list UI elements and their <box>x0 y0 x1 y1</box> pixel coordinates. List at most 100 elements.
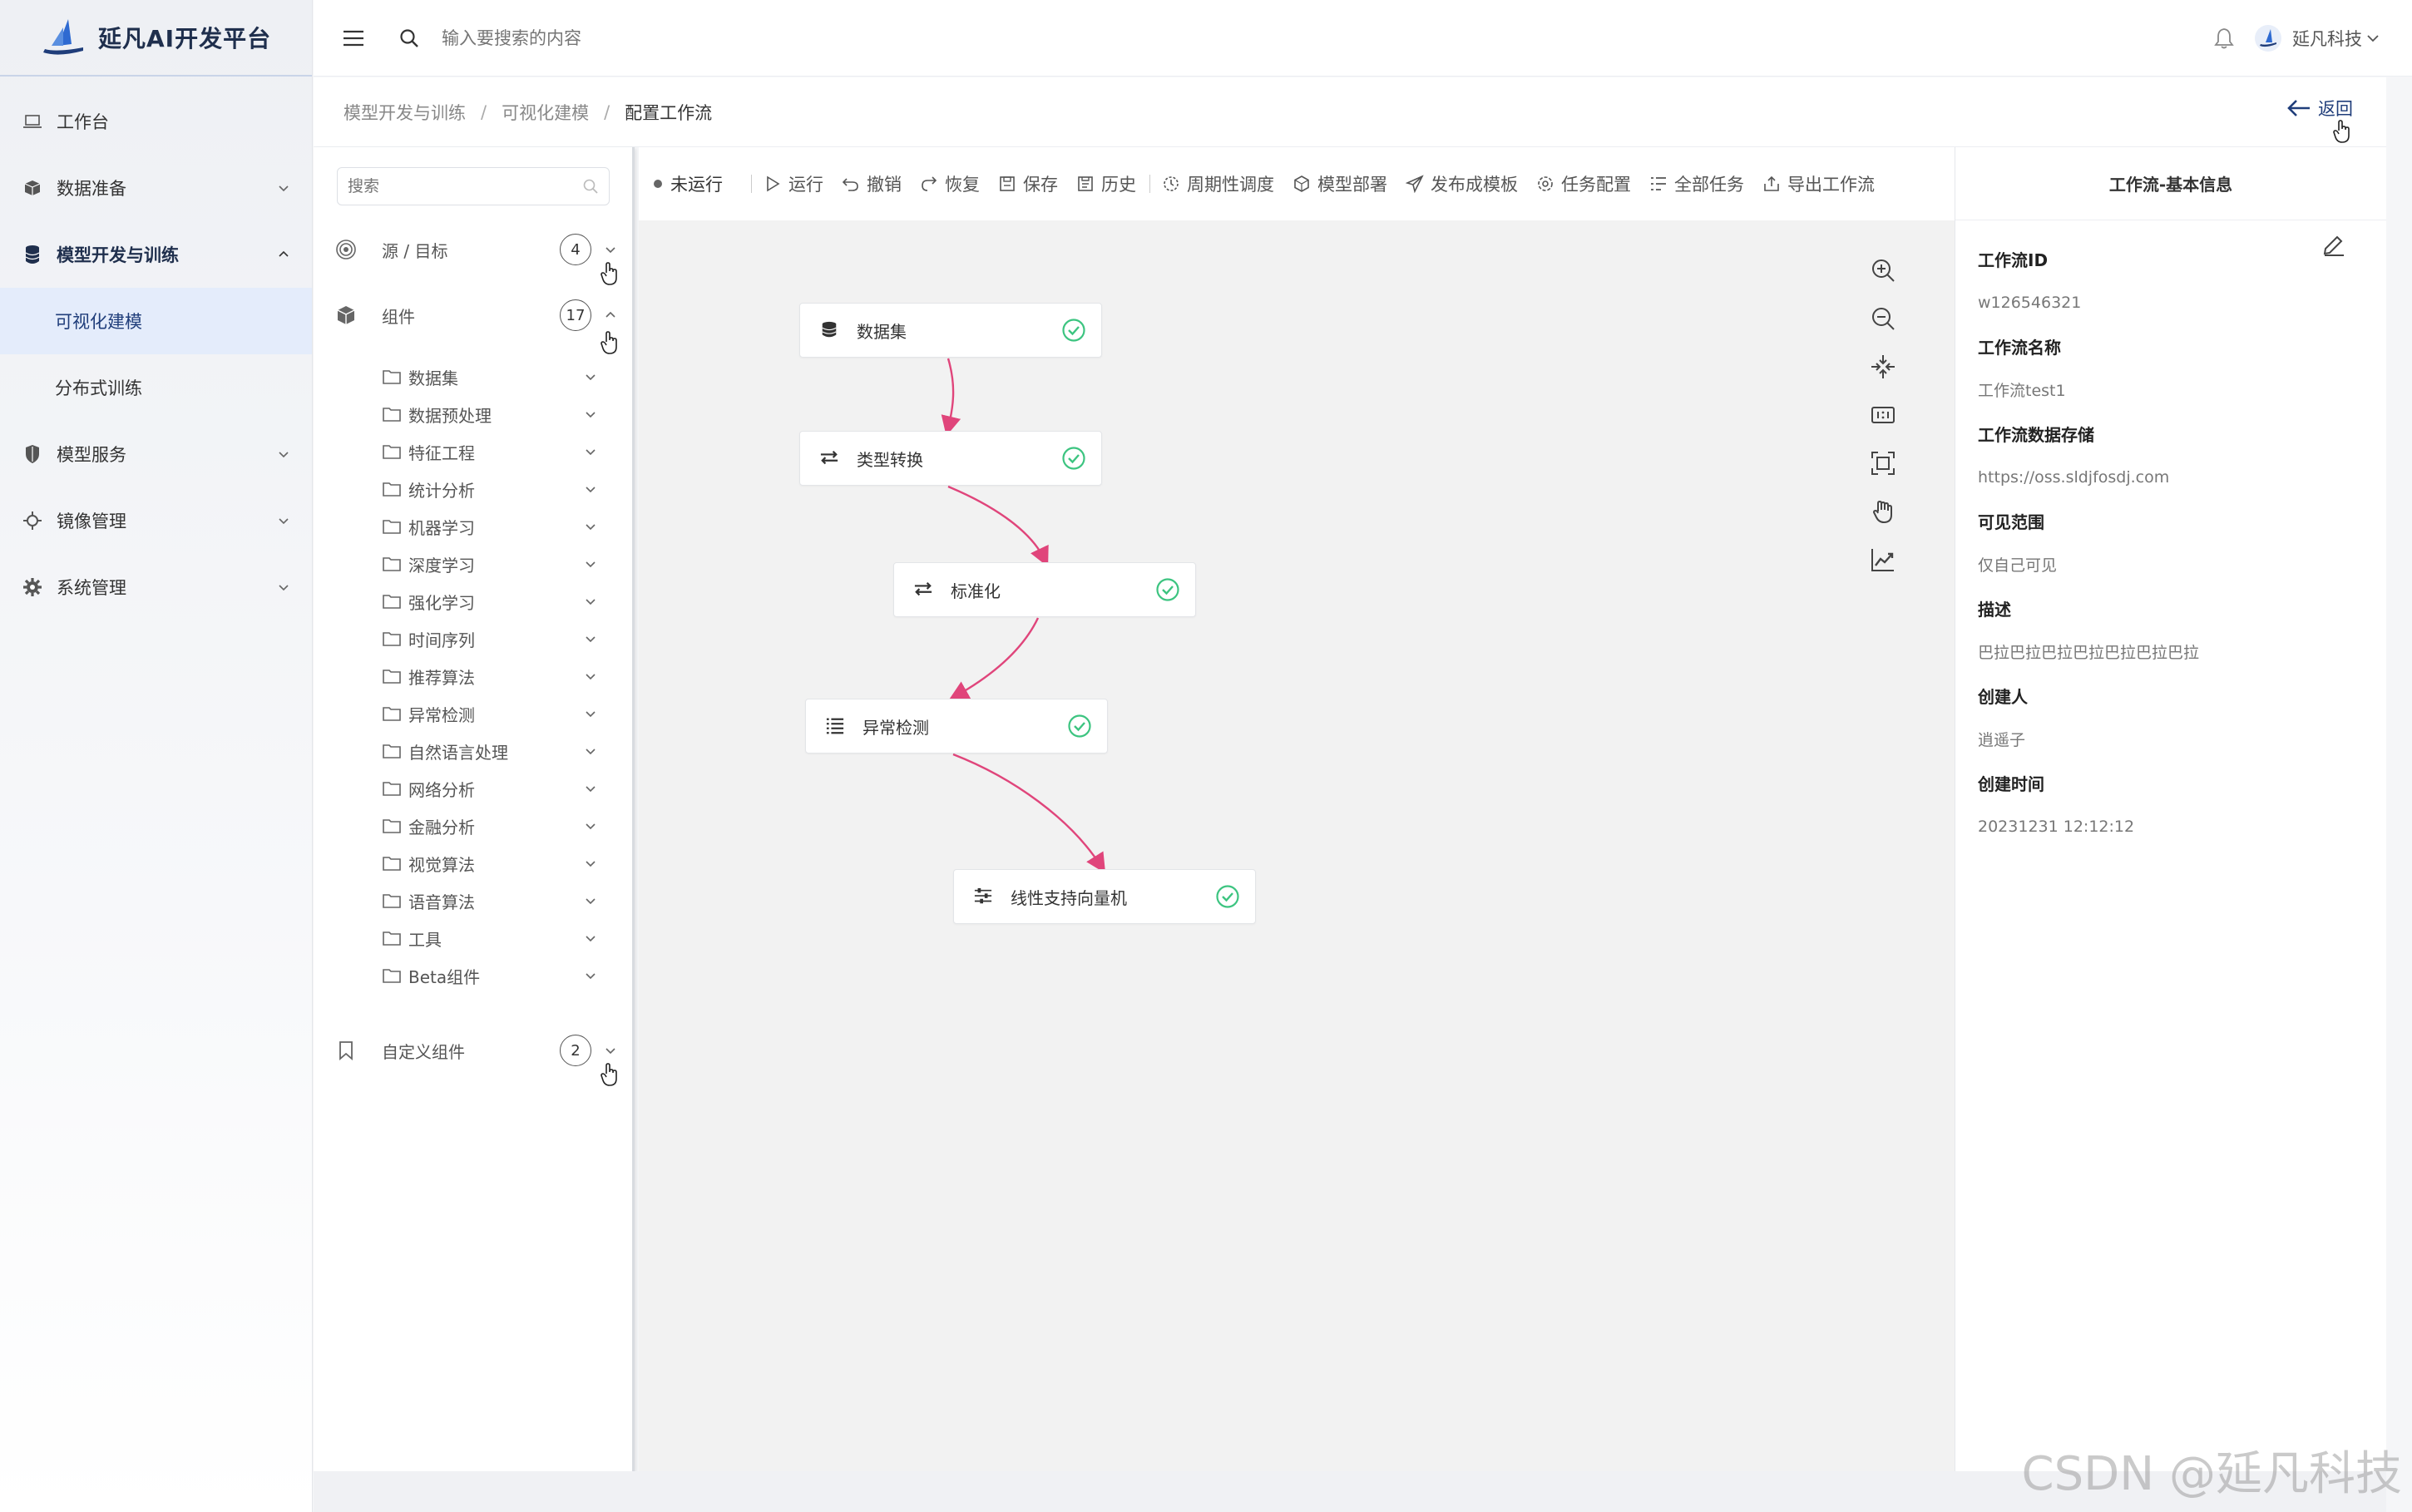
breadcrumb-item[interactable]: 模型开发与训练 <box>344 102 466 123</box>
component-folder[interactable]: 视觉算法 <box>382 847 598 880</box>
logo[interactable]: 延凡AI开发平台 <box>0 0 312 77</box>
breadcrumb: 模型开发与训练 / 可视化建模 / 配置工作流 返回 <box>314 77 2386 147</box>
search-icon[interactable] <box>398 27 420 49</box>
sidebar-item-label: 模型开发与训练 <box>57 245 179 265</box>
component-folder[interactable]: 特征工程 <box>382 435 598 468</box>
sidebar-item-workbench[interactable]: 工作台 <box>0 88 312 155</box>
chevron-down-icon[interactable] <box>583 444 598 459</box>
chevron-up-icon[interactable] <box>603 308 618 323</box>
zoom-out-button[interactable] <box>1868 304 1898 334</box>
count-badge: 4 <box>560 234 591 265</box>
chevron-down-icon[interactable] <box>583 369 598 384</box>
workflow-canvas[interactable]: 数据集类型转换标准化异常检测线性支持向量机 <box>639 220 1955 1471</box>
list-icon <box>826 718 844 734</box>
component-folder[interactable]: 机器学习 <box>382 510 598 543</box>
component-folder[interactable]: 异常检测 <box>382 697 598 730</box>
component-folder[interactable]: 自然语言处理 <box>382 734 598 768</box>
chevron-down-icon[interactable] <box>583 482 598 497</box>
toolbar-button-save[interactable]: 保存 <box>998 171 1058 196</box>
chevron-down-icon[interactable] <box>583 631 598 646</box>
toolbar-button-schedule[interactable]: 周期性调度 <box>1162 171 1274 196</box>
chevron-down-icon[interactable] <box>583 781 598 796</box>
component-folder[interactable]: Beta组件 <box>382 959 598 992</box>
toolbar-button-export[interactable]: 导出工作流 <box>1762 171 1875 196</box>
toolbar-button-redo[interactable]: 恢复 <box>920 171 980 196</box>
component-folder[interactable]: 金融分析 <box>382 809 598 842</box>
component-folder[interactable]: 语音算法 <box>382 884 598 917</box>
fullscreen-button[interactable] <box>1868 448 1898 478</box>
workflow-node[interactable]: 线性支持向量机 <box>953 869 1256 924</box>
component-search[interactable] <box>337 167 610 205</box>
fit-view-button[interactable] <box>1868 352 1898 382</box>
component-folder[interactable]: 强化学习 <box>382 585 598 618</box>
global-search-input[interactable] <box>442 27 941 48</box>
chevron-down-icon[interactable] <box>583 706 598 721</box>
component-folder[interactable]: 推荐算法 <box>382 660 598 693</box>
avatar[interactable] <box>2254 24 2282 52</box>
chevron-down-icon[interactable] <box>583 594 598 609</box>
chevron-down-icon[interactable] <box>2365 31 2380 46</box>
toolbar-button-send[interactable]: 发布成模板 <box>1406 171 1518 196</box>
sidebar-item-model-service[interactable]: 模型服务 <box>0 421 312 487</box>
component-folder[interactable]: 工具 <box>382 922 598 955</box>
info-field-key: 工作流ID <box>1978 250 2049 270</box>
folder-icon <box>383 819 401 833</box>
actual-size-button[interactable] <box>1868 400 1898 430</box>
section-custom-components[interactable]: 自定义组件 2 <box>335 1034 618 1067</box>
section-components[interactable]: 组件 17 <box>335 299 618 332</box>
zoom-in-button[interactable] <box>1868 255 1898 285</box>
back-button[interactable]: 返回 <box>2286 96 2353 121</box>
toolbar-button-deploy[interactable]: 模型部署 <box>1292 171 1387 196</box>
component-folder[interactable]: 深度学习 <box>382 547 598 581</box>
one-to-one-icon <box>1871 407 1895 423</box>
export-icon <box>1764 175 1779 191</box>
chevron-down-icon[interactable] <box>603 1043 618 1058</box>
workflow-edge <box>952 753 1106 874</box>
save-icon <box>1000 176 1015 191</box>
section-source-target[interactable]: 源 / 目标 4 <box>335 233 618 266</box>
chevron-down-icon[interactable] <box>583 893 598 908</box>
search-icon[interactable] <box>582 178 599 195</box>
sidebar-item-system-mgmt[interactable]: 系统管理 <box>0 554 312 620</box>
sidebar-item-data-prep[interactable]: 数据准备 <box>0 155 312 221</box>
toolbar-button-history[interactable]: 历史 <box>1076 171 1136 196</box>
chevron-down-icon[interactable] <box>583 407 598 422</box>
user-name[interactable]: 延凡科技 <box>2292 29 2362 49</box>
chevron-down-icon[interactable] <box>583 856 598 871</box>
sidebar-item-model-dev[interactable]: 模型开发与训练 <box>0 221 312 288</box>
edit-icon[interactable] <box>2321 232 2346 257</box>
workflow-node[interactable]: 异常检测 <box>805 699 1108 754</box>
component-folder[interactable]: 数据预处理 <box>382 398 598 431</box>
info-field-value: 巴拉巴拉巴拉巴拉巴拉巴拉巴拉 <box>1978 644 2200 662</box>
sidebar-subitem-distributed-training[interactable]: 分布式训练 <box>55 378 142 398</box>
chevron-down-icon[interactable] <box>583 744 598 758</box>
breadcrumb-item[interactable]: 可视化建模 <box>502 102 590 123</box>
chevron-down-icon[interactable] <box>603 242 618 257</box>
component-folder[interactable]: 数据集 <box>382 360 598 393</box>
component-search-input[interactable] <box>348 177 572 195</box>
component-folder[interactable]: 时间序列 <box>382 622 598 655</box>
breadcrumb-separator: / <box>604 101 610 122</box>
chevron-down-icon[interactable] <box>583 556 598 571</box>
menu-toggle-icon[interactable] <box>342 28 365 48</box>
pan-button[interactable] <box>1868 497 1898 526</box>
trend-button[interactable] <box>1868 545 1898 575</box>
workflow-node[interactable]: 数据集 <box>799 303 1102 358</box>
sidebar-item-image-mgmt[interactable]: 镜像管理 <box>0 487 312 554</box>
workflow-node[interactable]: 标准化 <box>893 562 1196 617</box>
toolbar-button-undo[interactable]: 撤销 <box>842 171 902 196</box>
toolbar-button-tasks[interactable]: 全部任务 <box>1649 171 1744 196</box>
workflow-node[interactable]: 类型转换 <box>799 431 1102 486</box>
component-folder[interactable]: 网络分析 <box>382 772 598 805</box>
sidebar-subitem-visual-modeling[interactable]: 可视化建模 <box>0 288 312 354</box>
toolbar-button-play[interactable]: 运行 <box>764 171 823 196</box>
folder-label: 机器学习 <box>408 517 475 538</box>
toolbar-button-settings[interactable]: 任务配置 <box>1536 171 1631 196</box>
chevron-down-icon[interactable] <box>583 931 598 946</box>
chevron-down-icon[interactable] <box>583 519 598 534</box>
component-folder[interactable]: 统计分析 <box>382 472 598 506</box>
chevron-down-icon[interactable] <box>583 968 598 983</box>
chevron-down-icon[interactable] <box>583 818 598 833</box>
chevron-down-icon[interactable] <box>583 669 598 684</box>
bell-icon[interactable] <box>2212 27 2236 50</box>
